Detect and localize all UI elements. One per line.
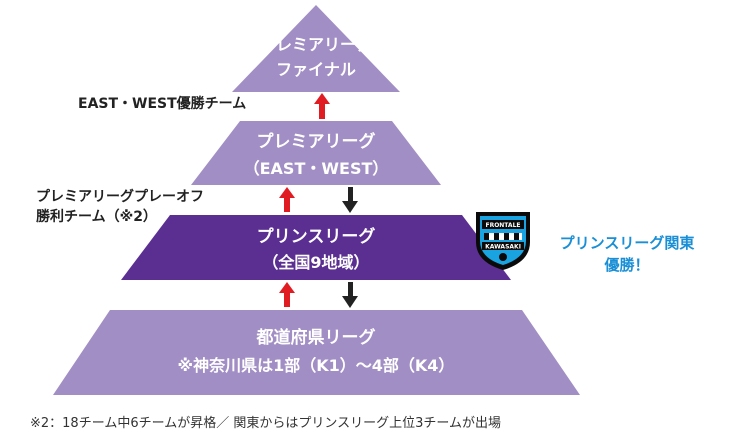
tier-prince-line2: （全国9地域） xyxy=(262,253,369,272)
tier-prince xyxy=(121,215,511,280)
kanto-champion-label: プリンスリーグ関東 優勝！ xyxy=(532,232,722,276)
arrow-down-prince-to-prefectural xyxy=(342,282,358,308)
arrow-up-prefectural-to-prince xyxy=(279,282,295,307)
tier-premier-line1: プレミアリーグ xyxy=(257,131,376,152)
tier-prefectural-line1: 都道府県リーグ xyxy=(256,327,376,348)
east-west-winner-label: EAST・WEST優勝チーム xyxy=(78,96,247,112)
crest-top-text: FRONTALE xyxy=(485,222,520,229)
arrow-down-premier-to-prince xyxy=(342,187,358,213)
playoff-label-line1: プレミアリーグプレーオフ xyxy=(36,189,204,205)
footnote: ※2：18チーム中6チームが昇格／ 関東からはプリンスリーグ上位3チームが出場 xyxy=(30,416,501,431)
kanto-label-line1: プリンスリーグ関東 xyxy=(559,234,695,252)
tier-premier-line2: （EAST・WEST） xyxy=(244,159,389,178)
arrow-up-prince-to-premier xyxy=(279,187,295,212)
arrow-up-premier-to-final xyxy=(314,93,330,119)
tier-final-line2: ファイナル xyxy=(276,60,356,79)
tier-prefectural-line2: ※神奈川県は1部（K1）〜4部（K4） xyxy=(178,356,455,375)
tier-prefectural xyxy=(53,310,580,395)
tier-final xyxy=(232,5,400,92)
kanto-label-line2: 優勝！ xyxy=(604,256,650,274)
tier-final-line1: プレミアリーグ xyxy=(260,35,372,54)
playoff-label-line2: 勝利チーム（※2） xyxy=(36,209,157,225)
tier-premier xyxy=(191,121,441,185)
crest-bottom-text: KAWASAKI xyxy=(485,244,521,251)
tier-prince-line1: プリンスリーグ xyxy=(257,226,376,247)
frontale-crest-logo: FRONTALE KAWASAKI xyxy=(476,212,530,270)
